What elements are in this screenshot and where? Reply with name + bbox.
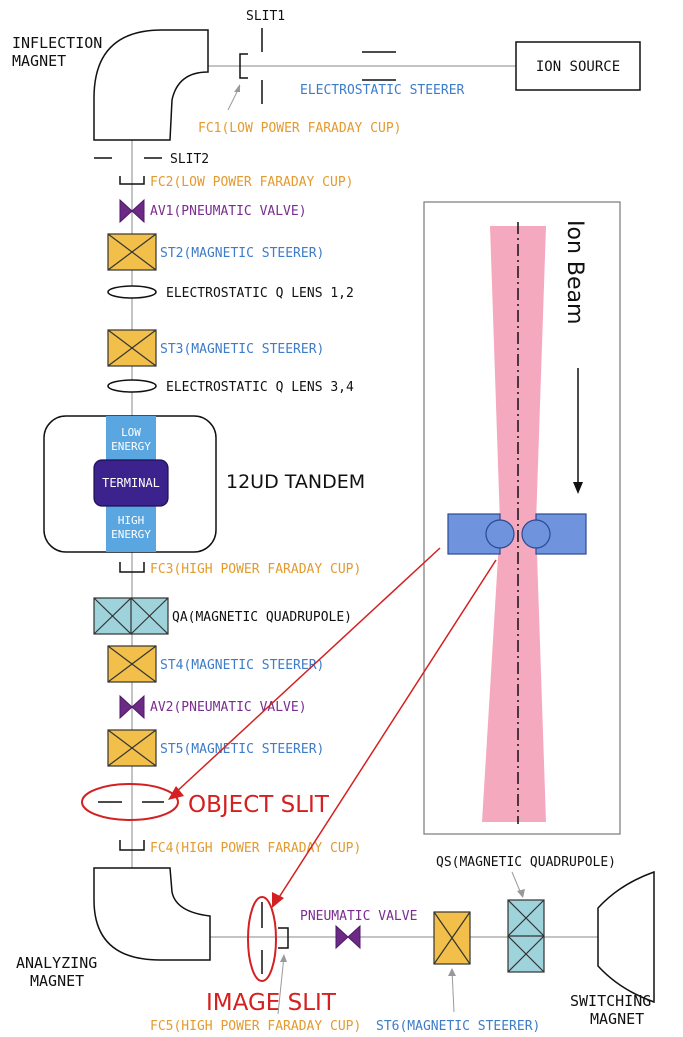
qs-arrowhead: [517, 889, 525, 898]
eqlens34-icon: [107, 379, 157, 393]
object-slit-highlight: [81, 783, 179, 821]
ion-source-box: [515, 41, 641, 91]
fc1-label: FC1(LOW POWER FARADAY CUP): [198, 121, 402, 136]
electrostatic-steerer: [362, 51, 396, 81]
analyzing-magnet: [93, 867, 211, 961]
fc4-label: FC4(HIGH POWER FARADAY CUP): [150, 841, 361, 856]
qa-quadrupole-icon: [93, 597, 169, 635]
fc4-cup: [119, 840, 145, 851]
switching-magnet: [597, 870, 655, 1004]
st3-steerer-icon: [107, 329, 157, 367]
qs-label: QS(MAGNETIC QUADRUPOLE): [436, 855, 616, 870]
terminal-label: TERMINAL: [102, 476, 160, 490]
eqlens12-label: ELECTROSTATIC Q LENS 1,2: [166, 286, 354, 301]
pneumatic-valve-icon: [335, 924, 361, 950]
fc5-arrow: [277, 955, 285, 1015]
ion-beam-label: Ion Beam: [562, 220, 587, 324]
image-slit-label: IMAGE SLIT: [206, 990, 337, 1016]
analyzing-magnet-label-2: MAGNET: [30, 972, 84, 990]
image-slit-highlight: [247, 896, 277, 982]
fc2-cup: [119, 176, 145, 185]
fc3-label: FC3(HIGH POWER FARADAY CUP): [150, 562, 361, 577]
fc5-label: FC5(HIGH POWER FARADAY CUP): [150, 1019, 361, 1034]
fc1-arrowhead: [234, 84, 240, 92]
av1-label: AV1(PNEUMATIC VALVE): [150, 204, 307, 219]
st2-label: ST2(MAGNETIC STEERER): [160, 246, 324, 261]
ion-beam-arrowhead: [573, 482, 583, 494]
pneumatic-valve-label: PNEUMATIC VALVE: [300, 909, 417, 924]
st6-arrow: [451, 969, 455, 1013]
st4-label: ST4(MAGNETIC STEERER): [160, 658, 324, 673]
image-slit-callout-arrowhead: [272, 892, 284, 908]
st3-label: ST3(MAGNETIC STEERER): [160, 342, 324, 357]
object-slit-callout-arrowhead: [168, 786, 184, 800]
ion-beam-envelope-upper: [490, 226, 546, 524]
av1-valve-icon: [119, 198, 145, 224]
object-slit-label: OBJECT SLIT: [188, 792, 330, 818]
eqlens34-label: ELECTROSTATIC Q LENS 3,4: [166, 380, 354, 395]
st5-label: ST5(MAGNETIC STEERER): [160, 742, 324, 757]
ion-beam-envelope-lower: [482, 524, 546, 822]
high-energy-label-2: ENERGY: [111, 528, 151, 541]
slit1-label: SLIT1: [246, 9, 285, 24]
fc1-cup: [239, 53, 248, 79]
analyzing-magnet-label-1: ANALYZING: [16, 954, 97, 972]
inflection-magnet: [93, 29, 209, 141]
tandem-label: 12UD TANDEM: [226, 471, 365, 493]
st5-steerer-icon: [107, 729, 157, 767]
low-energy-label-1: LOW: [121, 426, 141, 439]
eqlens12-icon: [107, 285, 157, 299]
st4-steerer-icon: [107, 645, 157, 683]
inset-right-slit-jaw: [521, 513, 587, 555]
qs-quadrupole-icon: [507, 899, 545, 973]
slit2-label: SLIT2: [170, 152, 209, 167]
terminal-box: [93, 459, 169, 507]
switching-magnet-label-1: SWITCHING: [570, 992, 651, 1010]
inflection-magnet-label-2: MAGNET: [12, 52, 66, 70]
fc3-cup: [119, 562, 145, 573]
inflection-magnet-label-1: INFLECTION: [12, 34, 102, 52]
low-energy-label-2: ENERGY: [111, 440, 151, 453]
low-energy-column: [106, 416, 156, 468]
fc2-label: FC2(LOW POWER FARADAY CUP): [150, 175, 354, 190]
switching-magnet-label-2: MAGNET: [590, 1010, 644, 1028]
inset-left-slit-jaw: [447, 513, 515, 555]
st2-steerer-icon: [107, 233, 157, 271]
high-energy-column: [106, 500, 156, 552]
electrostatic-steerer-label: ELECTROSTATIC STEERER: [300, 83, 465, 98]
qa-label: QA(MAGNETIC QUADRUPOLE): [172, 610, 352, 625]
image-slit-callout-arrow: [275, 559, 497, 903]
fc5-cup: [278, 927, 289, 949]
fc5-arrowhead: [280, 954, 287, 962]
st6-arrowhead: [448, 968, 456, 976]
ion-source-label: ION SOURCE: [536, 59, 620, 75]
av2-valve-icon: [119, 694, 145, 720]
st6-label: ST6(MAGNETIC STEERER): [376, 1019, 540, 1034]
st6-steerer-icon: [433, 911, 471, 965]
object-slit-callout-arrow: [173, 547, 441, 795]
av2-label: AV2(PNEUMATIC VALVE): [150, 700, 307, 715]
high-energy-label-1: HIGH: [118, 514, 145, 527]
